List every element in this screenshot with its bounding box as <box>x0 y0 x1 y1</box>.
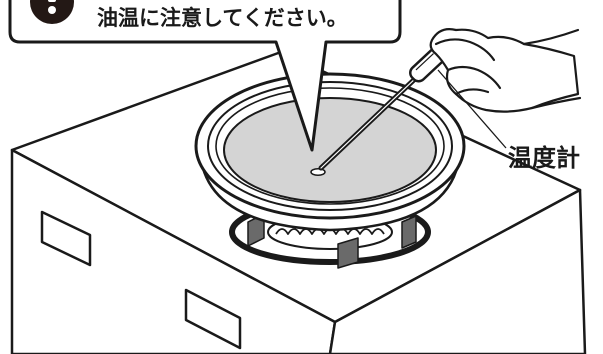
thermometer <box>318 46 446 171</box>
stove-right-face <box>328 188 587 354</box>
hand-finger-lower <box>446 65 502 90</box>
frying-oil <box>223 97 437 203</box>
thermometer-label: 温度計 <box>508 144 580 172</box>
trivet-front <box>337 237 359 269</box>
callout-bubble <box>8 0 402 152</box>
hand-finger-upper <box>434 38 496 62</box>
hand-palm <box>429 28 580 113</box>
stove-panel-right <box>184 288 242 350</box>
callout-text: 油温に注意してください。 <box>97 6 348 30</box>
thermometer-leader-line <box>437 69 507 149</box>
hand <box>429 28 582 113</box>
exclamation-icon <box>30 0 74 24</box>
stove-left-face <box>10 148 337 354</box>
trivet-right <box>401 215 417 249</box>
warning-callout: 油温に注意してください。 <box>8 0 402 152</box>
oil-ripple <box>310 168 326 176</box>
hand-wrist <box>522 28 582 110</box>
stove-panel-left <box>40 210 92 267</box>
frying-pan <box>194 72 466 232</box>
